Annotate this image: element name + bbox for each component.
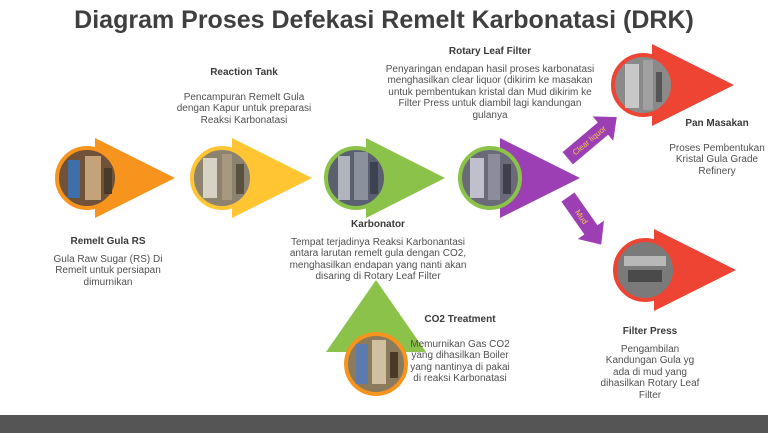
node-filter-press (613, 229, 736, 311)
photo-detail (370, 162, 378, 194)
photo-detail (488, 154, 500, 200)
arrow-rotary-leaf-filter (500, 138, 580, 218)
arrow-karbonator (366, 138, 445, 218)
arrow-pan-masakan (652, 44, 734, 126)
node-name: CO2 Treatment (424, 314, 496, 325)
arrow-co2-treatment (326, 280, 426, 352)
label-pan-masakan: Pan Masakan Proses Pembentukan Kristal G… (668, 118, 766, 177)
node-rotary-leaf-filter (458, 138, 580, 218)
photo-detail (236, 164, 244, 194)
edge-mud: Mud (561, 192, 604, 245)
node-pan-masakan (611, 44, 734, 126)
photo-detail (503, 164, 511, 194)
photo-detail (203, 158, 217, 198)
node-co2-treatment (326, 280, 426, 396)
photo-detail (85, 156, 101, 200)
node-remelt (55, 138, 175, 218)
photo-detail (222, 154, 232, 200)
arrow-reaction-tank (232, 138, 312, 218)
photo-detail (624, 256, 666, 266)
photo-detail (372, 340, 386, 384)
edge-arrow-mud (561, 192, 604, 245)
node-desc: Proses Pembentukan Kristal Gula Grade Re… (669, 142, 765, 177)
label-reaction-tank: Reaction Tank Pencampuran Remelt Gula de… (166, 67, 322, 126)
arrow-remelt (95, 138, 175, 218)
photo-detail (356, 344, 368, 384)
footer-bar (0, 415, 768, 433)
arrow-filter-press (654, 229, 736, 311)
node-name: Karbonator (351, 219, 405, 230)
node-karbonator (324, 138, 445, 218)
label-karbonator: Karbonator Tempat terjadinya Reaksi Karb… (284, 219, 472, 283)
node-name: Filter Press (622, 326, 678, 337)
node-name: Rotary Leaf Filter (448, 46, 532, 57)
photo-detail (628, 270, 662, 282)
label-remelt: Remelt Gula RS Gula Raw Sugar (RS) Di Re… (38, 236, 178, 288)
photo-detail (104, 168, 112, 194)
label-rotary-leaf-filter: Rotary Leaf Filter Penyaringan endapan h… (384, 46, 596, 121)
node-name: Reaction Tank (210, 67, 278, 78)
photo-detail (625, 64, 639, 108)
photo-detail (68, 160, 80, 198)
label-filter-press: Filter Press Pengambilan Kandungan Gula … (600, 326, 700, 401)
node-name: Pan Masakan (685, 118, 749, 129)
node-desc: Memurnikan Gas CO2 yang dihasilkan Boile… (410, 338, 510, 385)
page-title: Diagram Proses Defekasi Remelt Karbonata… (74, 6, 694, 34)
photo-detail (656, 72, 662, 102)
photo-detail (390, 352, 398, 378)
photo-detail (470, 158, 484, 198)
node-reaction-tank (190, 138, 312, 218)
edge-arrow-clear-liquor (562, 116, 617, 165)
photo-detail (354, 152, 368, 200)
node-desc: Penyaringan endapan hasil proses karbona… (385, 63, 595, 121)
node-desc: Gula Raw Sugar (RS) Di Remelt untuk pers… (53, 253, 163, 288)
node-desc: Pengambilan Kandungan Gula yg ada di mud… (600, 343, 700, 401)
photo-detail (643, 60, 653, 110)
label-co2-treatment: CO2 Treatment Memurnikan Gas CO2 yang di… (408, 314, 512, 385)
photo-detail (338, 156, 350, 200)
node-name: Remelt Gula RS (70, 236, 146, 247)
node-desc: Pencampuran Remelt Gula dengan Kapur unt… (176, 91, 312, 126)
node-desc: Tempat terjadinya Reaksi Karbonantasi an… (289, 236, 467, 283)
